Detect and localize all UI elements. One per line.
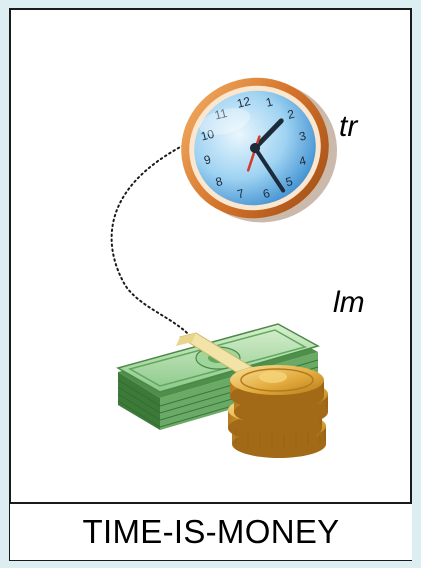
label-lm: lm [333, 286, 365, 319]
clock-hour-hand [252, 118, 284, 151]
clock-numeral-12: 12 [235, 94, 252, 111]
clock-numeral-5: 5 [284, 174, 294, 189]
caption-box: TIME-IS-MONEY [10, 502, 412, 560]
clock-numeral-1: 1 [264, 94, 274, 109]
caption-text: TIME-IS-MONEY [82, 513, 340, 550]
clock-numeral-10: 10 [199, 127, 216, 144]
clock-second-hand [246, 135, 261, 172]
clock-numeral-8: 8 [214, 174, 224, 189]
clock-numeral-11: 11 [213, 106, 229, 123]
coin-stack-icon [228, 365, 328, 458]
clock-icon: 12 1 2 3 4 5 6 7 8 9 10 11 [181, 77, 338, 223]
clock-numeral-4: 4 [298, 153, 308, 168]
dotted-connector [110, 142, 193, 339]
clock-numeral-3: 3 [298, 128, 308, 143]
clock-numeral-2: 2 [286, 107, 296, 122]
clock-numeral-9: 9 [203, 152, 213, 167]
label-tr: tr [339, 110, 358, 143]
clock-minute-hand [253, 146, 286, 193]
clock-numeral-7: 7 [236, 186, 246, 201]
clock-numeral-6: 6 [261, 186, 271, 201]
